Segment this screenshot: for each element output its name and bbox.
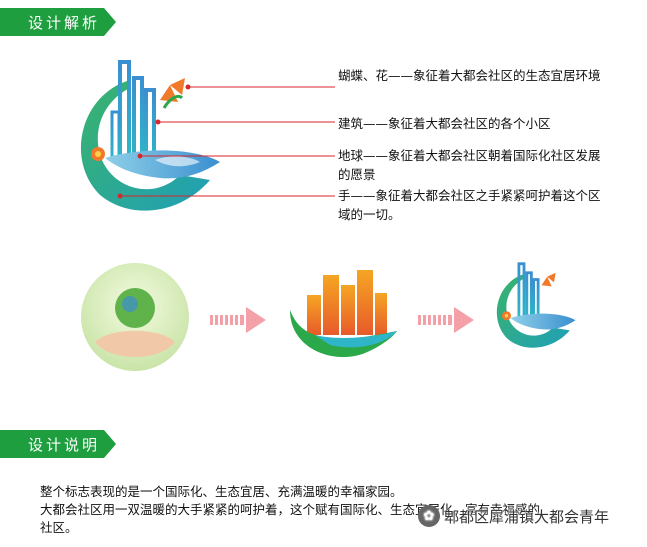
arrow-right-icon xyxy=(210,307,266,333)
annotation-hand: 手——象征着大都会社区之手紧紧呵护着这个区域的一切。 xyxy=(338,188,601,222)
section-title-analysis: 设计解析 xyxy=(0,8,116,36)
section-title-explanation: 设计说明 xyxy=(0,430,116,458)
annotation-earth: 地球——象征着大都会社区朝着国际化社区发展的愿景 xyxy=(338,148,601,182)
community-logo-small xyxy=(496,262,576,348)
watermark-text: 郫都区犀浦镇大都会青年 xyxy=(444,507,610,526)
chat-bubble-icon: ✿ xyxy=(418,505,440,527)
description-line-1: 整个标志表现的是一个国际化、生态宜居、充满温暖的幸福家园。 xyxy=(40,484,403,499)
description-line-3: 社区。 xyxy=(40,520,78,535)
logo-draft-buildings xyxy=(290,270,397,358)
annotation-butterfly-flower: 蝴蝶、花——象征着大都会社区的生态宜居环境 xyxy=(338,68,601,83)
wechat-watermark: ✿ 郫都区犀浦镇大都会青年 xyxy=(418,505,609,527)
hands-globe-photo xyxy=(81,263,189,371)
annotation-pointers xyxy=(117,84,335,199)
section-title-explanation-text: 设计说明 xyxy=(28,435,101,454)
section-title-analysis-text: 设计解析 xyxy=(28,13,101,32)
arrow-right-icon xyxy=(418,307,474,333)
description-line-2: 大都会社区用一双温暖的大手紧紧的呵护着，这个赋有国际化、生态宜居化、富有幸福感的 xyxy=(40,502,541,517)
community-logo-large xyxy=(80,60,220,211)
annotation-buildings: 建筑——象征着大都会社区的各个小区 xyxy=(338,116,551,131)
